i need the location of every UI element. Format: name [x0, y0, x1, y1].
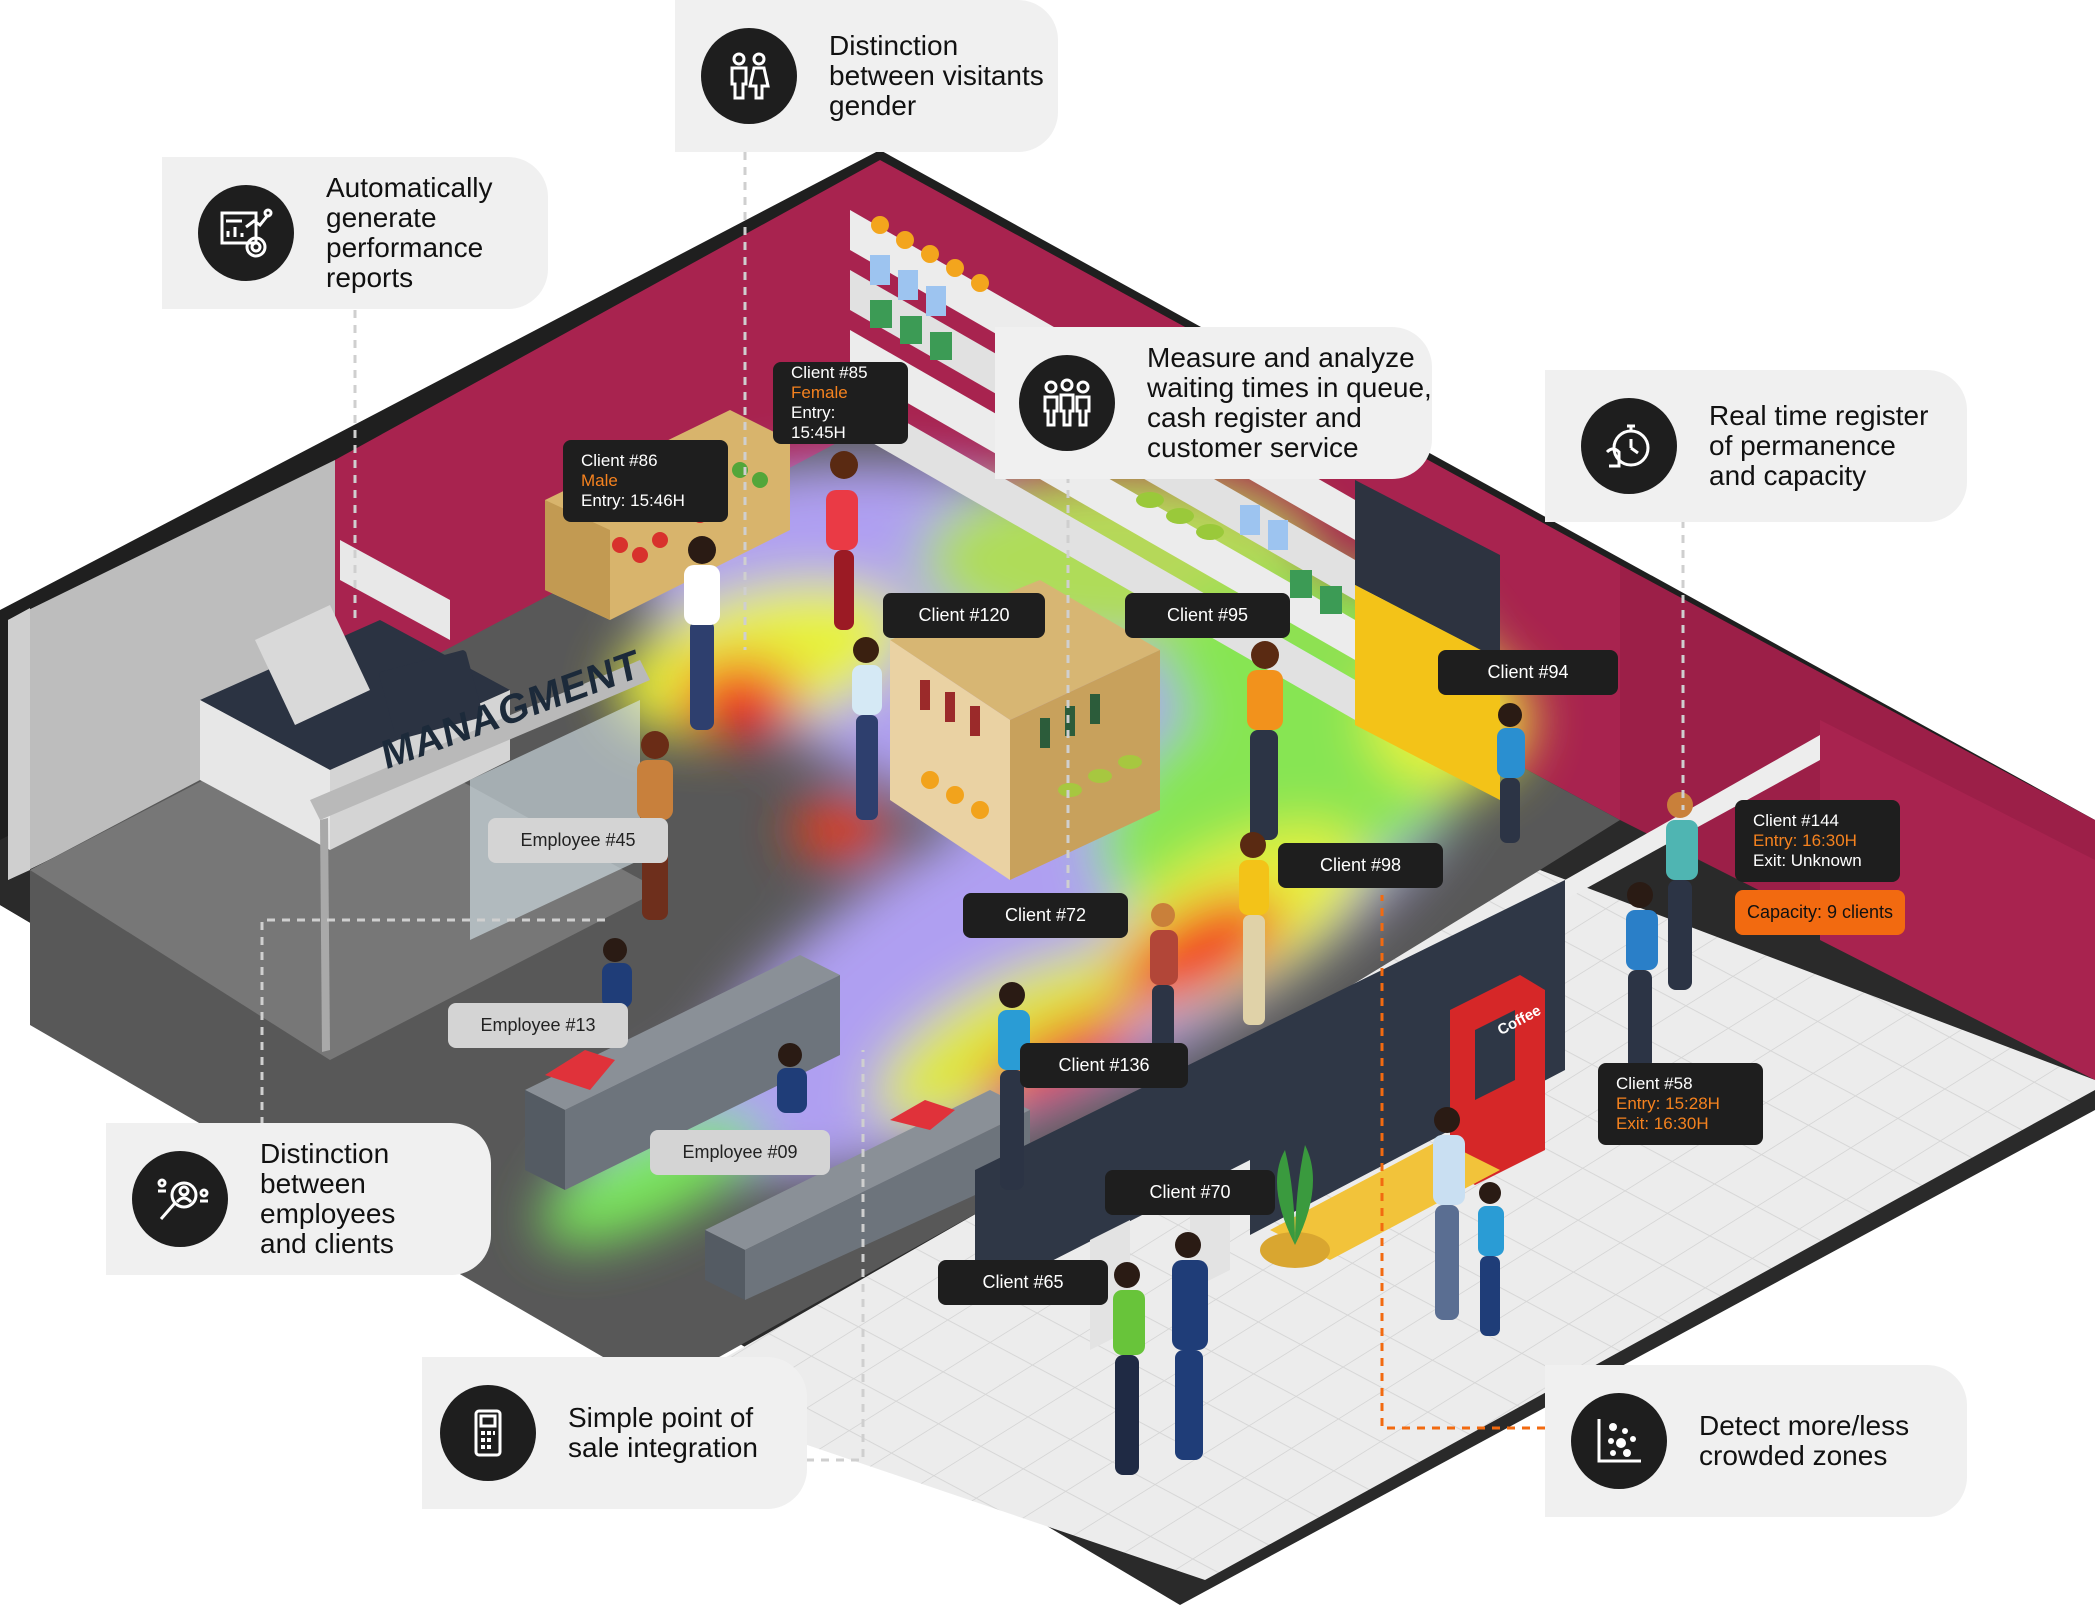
feature-reports: Automatically generate performance repor… — [162, 157, 548, 309]
tag-gender: Female — [791, 383, 848, 402]
tag-entry: Entry: 15:46H — [581, 491, 685, 510]
scatter-dots-icon — [1571, 1393, 1667, 1489]
tag-title: Client #144 — [1753, 811, 1840, 830]
feature-gender: Distinction between visitants gender — [675, 0, 1058, 152]
people — [602, 451, 1698, 1475]
tag-client-120: Client #120 — [883, 593, 1045, 638]
pos-terminal-icon — [440, 1385, 536, 1481]
feature-reports-text: Automatically generate performance repor… — [326, 172, 493, 293]
tag-employee-09: Employee #09 — [650, 1130, 830, 1175]
feature-permanence: Real time register of permanence and cap… — [1545, 370, 1967, 522]
tag-client-72: Client #72 — [963, 893, 1128, 938]
feature-queue: Measure and analyze waiting times in que… — [995, 327, 1432, 479]
connector-lines — [260, 152, 1685, 1462]
feature-pos-text: Simple point of sale integration — [568, 1402, 758, 1463]
tag-client-98: Client #98 — [1278, 843, 1443, 888]
tag-title: Client #58 — [1616, 1074, 1693, 1093]
feature-pos: Simple point of sale integration — [422, 1357, 807, 1509]
tag-exit: Exit: Unknown — [1753, 851, 1862, 870]
tag-client-85: Client #85 Female Entry: 15:45H — [773, 362, 908, 444]
feature-queue-text: Measure and analyze waiting times in que… — [1147, 342, 1432, 463]
tag-title: Client #85 — [791, 363, 868, 382]
feature-gender-text: Distinction between visitants gender — [829, 30, 1044, 121]
people-queue-icon — [1019, 355, 1115, 451]
report-chart-icon — [198, 185, 294, 281]
tag-title: Client #86 — [581, 451, 658, 470]
tag-client-58: Client #58 Entry: 15:28H Exit: 16:30H — [1598, 1063, 1763, 1145]
feature-permanence-text: Real time register of permanence and cap… — [1709, 400, 1929, 491]
checkout-counters — [525, 955, 1030, 1300]
tag-client-65: Client #65 — [938, 1260, 1108, 1305]
tag-client-70: Client #70 — [1105, 1170, 1275, 1215]
person-search-icon — [132, 1151, 228, 1247]
tag-entry: Entry: 16:30H — [1753, 831, 1857, 850]
feature-employees-text: Distinction between employees and client… — [260, 1138, 396, 1259]
male-female-icon — [701, 28, 797, 124]
tag-client-136: Client #136 — [1020, 1043, 1188, 1088]
tag-entry: Entry: 15:45H — [791, 403, 846, 442]
tag-employee-45: Employee #45 — [488, 818, 668, 863]
stopwatch-hand-icon — [1581, 398, 1677, 494]
tag-client-94: Client #94 — [1438, 650, 1618, 695]
tag-gender: Male — [581, 471, 618, 490]
feature-crowded: Detect more/less crowded zones — [1545, 1365, 1967, 1517]
feature-employees: Distinction between employees and client… — [106, 1123, 491, 1275]
tag-employee-13: Employee #13 — [448, 1003, 628, 1048]
coffee-machine — [1450, 975, 1545, 1185]
capacity-badge: Capacity: 9 clients — [1735, 890, 1905, 935]
feature-crowded-text: Detect more/less crowded zones — [1699, 1410, 1910, 1471]
tag-client-95: Client #95 — [1125, 593, 1290, 638]
tag-exit: Exit: 16:30H — [1616, 1114, 1709, 1133]
tag-client-144: Client #144 Entry: 16:30H Exit: Unknown — [1735, 800, 1900, 882]
tag-client-86: Client #86 Male Entry: 15:46H — [563, 440, 728, 522]
tag-entry: Entry: 15:28H — [1616, 1094, 1720, 1113]
